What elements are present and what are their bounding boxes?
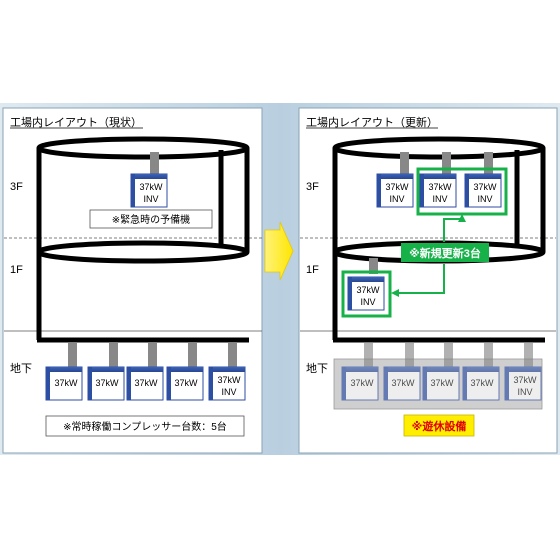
unit-power-label: 37kW	[470, 378, 494, 388]
floor-label-3f: 3F	[306, 181, 319, 193]
unit-power-label: 37kW	[350, 378, 374, 388]
compressor-unit-3f-2: 37kW INV	[419, 173, 457, 208]
floor-label-3f: 3F	[10, 181, 23, 193]
new-units-label-box	[401, 243, 489, 262]
unit-power-label: 37kW	[95, 378, 119, 388]
basement-units-right: 37kW 37kW 37kW 37kW	[341, 343, 542, 401]
compressor-unit-b2: 37kW	[87, 366, 125, 401]
unit-type-label: INV	[517, 387, 532, 397]
unit-power-label: 37kW	[391, 378, 415, 388]
unit-type-label: INV	[477, 194, 492, 204]
idle-label: ※遊休設備	[412, 419, 467, 433]
floor-label-basement: 地下	[10, 362, 32, 375]
right-panel: 工場内レイアウト（更新） 3F 1F 地下 37kW INV	[298, 107, 558, 454]
unit-power-label: 37kW	[428, 182, 452, 192]
transition-arrow	[264, 221, 294, 281]
left-panel: 工場内レイアウト（現状） 3F 1F 地下 37kW INV ※緊急時	[2, 107, 263, 454]
spare-note: ※緊急時の予備機	[112, 213, 190, 226]
compressor-unit-b4: 37kW	[462, 366, 500, 401]
basement-units-left: 37kW 37kW 37kW 37kW	[45, 343, 246, 401]
compressor-unit-b4: 37kW	[166, 366, 204, 401]
compressor-unit-3f: 37kW INV	[130, 173, 168, 208]
compressor-unit-3f-3: 37kW INV	[464, 173, 502, 208]
unit-type-label: INV	[221, 387, 236, 397]
unit-power-label: 37kW	[473, 182, 497, 192]
new-units-arrows	[391, 214, 466, 297]
compressor-unit-b2: 37kW	[383, 366, 421, 401]
unit-power-label: 37kW	[134, 378, 158, 388]
unit-power-label: 37kW	[54, 378, 78, 388]
unit-power-label: 37kW	[513, 375, 537, 385]
floor-label-basement: 地下	[306, 362, 328, 375]
unit-type-label: INV	[360, 297, 375, 307]
compressor-unit-b1: 37kW	[45, 366, 83, 401]
compressor-unit-b3: 37kW	[422, 366, 460, 401]
idle-label-box	[403, 414, 475, 437]
compressor-unit-b5: 37kW INV	[208, 366, 246, 401]
floor-label-1f: 1F	[10, 264, 23, 276]
unit-type-label: INV	[432, 194, 447, 204]
unit-power-label: 37kW	[217, 375, 241, 385]
bottom-note: ※常時稼働コンプレッサー台数：5台	[63, 420, 227, 433]
right-title: 工場内レイアウト（更新）	[306, 115, 438, 129]
floor-label-1f: 1F	[306, 264, 319, 276]
compressor-unit-b1: 37kW	[341, 366, 379, 401]
unit-power-label: 37kW	[174, 378, 198, 388]
unit-power-label: 37kW	[356, 285, 380, 295]
compressor-unit-b3: 37kW	[126, 366, 164, 401]
unit-power-label: 37kW	[430, 378, 454, 388]
new-units-label: ※新規更新3台	[409, 246, 481, 260]
building-structure	[36, 136, 250, 343]
new-unit-highlight-1f	[341, 270, 392, 318]
unit-type-label: INV	[389, 194, 404, 204]
unit-power-label: 37kW	[385, 182, 409, 192]
left-title: 工場内レイアウト（現状）	[10, 115, 142, 129]
compressor-unit-b5: 37kW INV	[504, 366, 542, 401]
compressor-unit-3f-1: 37kW INV	[376, 173, 414, 208]
unit-type-label: INV	[143, 194, 158, 204]
unit-power-label: 37kW	[139, 182, 163, 192]
compressor-unit-1f: 37kW INV	[347, 276, 385, 311]
